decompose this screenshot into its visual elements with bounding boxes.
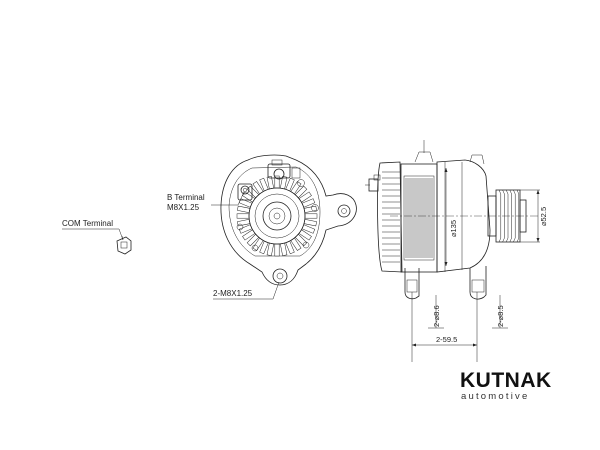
mount-holes-label: 2-M8X1.25 (213, 289, 253, 298)
hole-left-dim: 2-⌀8.6 (432, 305, 441, 327)
cooling-fins (236, 175, 318, 257)
body-diameter-dim: ⌀135 (449, 220, 458, 237)
cooling-fin (274, 243, 280, 257)
hole-spacing-dim: 2-59.5 (436, 335, 457, 344)
com-terminal-label: COM Terminal (62, 219, 113, 228)
cooling-fin (237, 205, 251, 213)
b-terminal-label: B Terminal (167, 193, 205, 202)
kutnak-logo: KUTNAK automotive (460, 369, 552, 402)
logo-tagline: automotive (461, 391, 529, 402)
b-terminal-thread-label: M8X1.25 (167, 203, 200, 212)
pulley-groove (509, 189, 512, 243)
cooling-fin (303, 219, 317, 227)
logo-brand-accent: A (520, 369, 536, 392)
cooling-fin (280, 242, 288, 256)
alternator-side-view (365, 140, 527, 300)
svg-text:KUTNAK: KUTNAK (460, 369, 552, 392)
alternator-rear-view (220, 154, 357, 286)
cooling-fin (266, 242, 274, 256)
rear-cover-ribs (382, 171, 400, 263)
pulley-diameter-dim: ⌀52.5 (539, 207, 548, 226)
cooling-fin (304, 213, 318, 219)
com-terminal-connector (116, 235, 132, 255)
hole-right-dim: 2-⌀8.5 (496, 305, 505, 327)
cooling-fin (237, 219, 251, 227)
pulley-groove (498, 189, 502, 243)
cooling-fin (236, 213, 250, 219)
logo-brand-left: KUTN (460, 369, 520, 392)
pulley-groove (513, 189, 516, 243)
logo-brand-right: K (536, 369, 552, 392)
stator-laminations (405, 178, 433, 258)
